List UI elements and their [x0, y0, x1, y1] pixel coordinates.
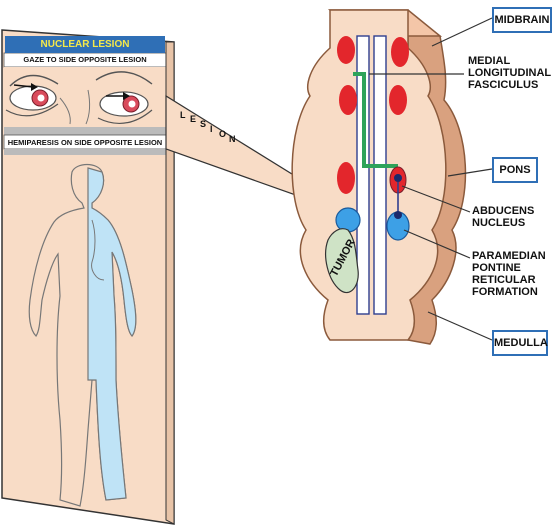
lesion-letter-6: N [229, 134, 236, 144]
mlf-label: MEDIAL LONGITUDINAL FASCICULUS [468, 55, 552, 91]
pons-label-box: PONS [492, 157, 538, 183]
gaze-direction-arrow-left [13, 83, 38, 91]
lesion-site [335, 207, 361, 233]
pprf-label: PARAMEDIAN PONTINE RETICULAR FORMATION [472, 250, 546, 298]
lesion-letter-1: L [180, 110, 186, 120]
gaze-caption: GAZE TO SIDE OPPOSITE LESION [23, 55, 147, 64]
medial-longitudinal-fasciculus [353, 72, 398, 168]
midbrain-label-box: MIDBRAIN [492, 7, 552, 33]
hemiparesis-body-figure [28, 163, 137, 507]
cranial-nerve-nuclei [337, 36, 409, 194]
lesion-letter-4: I [210, 124, 213, 134]
hemiparesis-caption: HEMIPARESIS ON SIDE OPPOSITE LESION [7, 138, 163, 147]
medulla-label-box: MEDULLA [492, 330, 548, 356]
corticospinal-tract-right [373, 35, 387, 315]
lesion-letter-5: O [219, 129, 227, 139]
pprf-structure [386, 211, 410, 241]
nuclear-lesion-banner: NUCLEAR LESION [5, 36, 165, 53]
lesion-letter-3: S [200, 119, 207, 129]
abducens-nucleus-label: ABDUCENS NUCLEUS [472, 205, 535, 229]
label-pointer-lines [369, 17, 493, 341]
deviated-eyes-drawing [5, 71, 153, 125]
gaze-direction-arrow-right [106, 92, 130, 100]
tumor [325, 228, 359, 294]
lesion-letter-2: E [190, 114, 197, 124]
